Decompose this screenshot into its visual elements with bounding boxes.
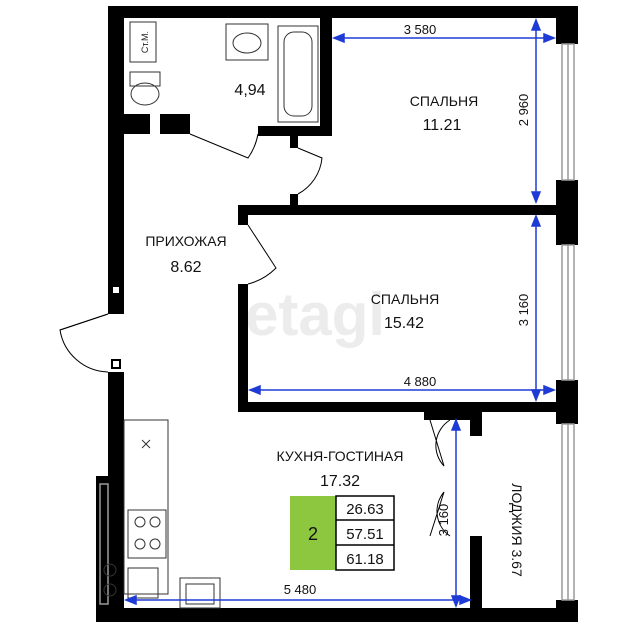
windows	[99, 43, 575, 605]
loggia-label: ЛОДЖИЯ 3.67	[509, 483, 525, 577]
total-area: 57.51	[346, 526, 384, 543]
bedroom1-label: СПАЛЬНЯ	[410, 93, 478, 109]
kitchen-area: 17.32	[320, 473, 360, 490]
dim-bed2-width: 4 880	[404, 374, 437, 389]
fixtures	[103, 21, 319, 609]
bath-area: 4,94	[234, 82, 265, 99]
dim-bed1-height: 2 960	[516, 94, 531, 127]
bedroom2-label: СПАЛЬНЯ	[371, 291, 439, 307]
rooms-count-box	[290, 496, 336, 570]
watermark: etagi	[245, 281, 385, 348]
dim-bed1-width: 3 580	[404, 22, 437, 37]
kitchen-label: КУХНЯ-ГОСТИНАЯ	[277, 448, 404, 464]
area-summary: 2 26.63 57.51 61.18	[290, 495, 395, 571]
hall-area: 8.62	[170, 259, 201, 276]
dimension-lines	[123, 17, 557, 609]
bath-fixture-label: Ст.М.	[140, 31, 150, 53]
doors	[59, 133, 451, 537]
dim-kitchen-width: 5 480	[284, 582, 317, 597]
dim-kitchen-height: 3 160	[436, 504, 451, 537]
area-with-loggia: 61.18	[346, 551, 384, 568]
living-area: 26.63	[346, 501, 384, 518]
bedroom2-area: 15.42	[384, 315, 424, 332]
rooms-count: 2	[308, 524, 318, 544]
hall-label: ПРИХОЖАЯ	[145, 233, 226, 249]
dim-bed2-height: 3 160	[516, 294, 531, 327]
bedroom1-area: 11.21	[423, 117, 462, 134]
